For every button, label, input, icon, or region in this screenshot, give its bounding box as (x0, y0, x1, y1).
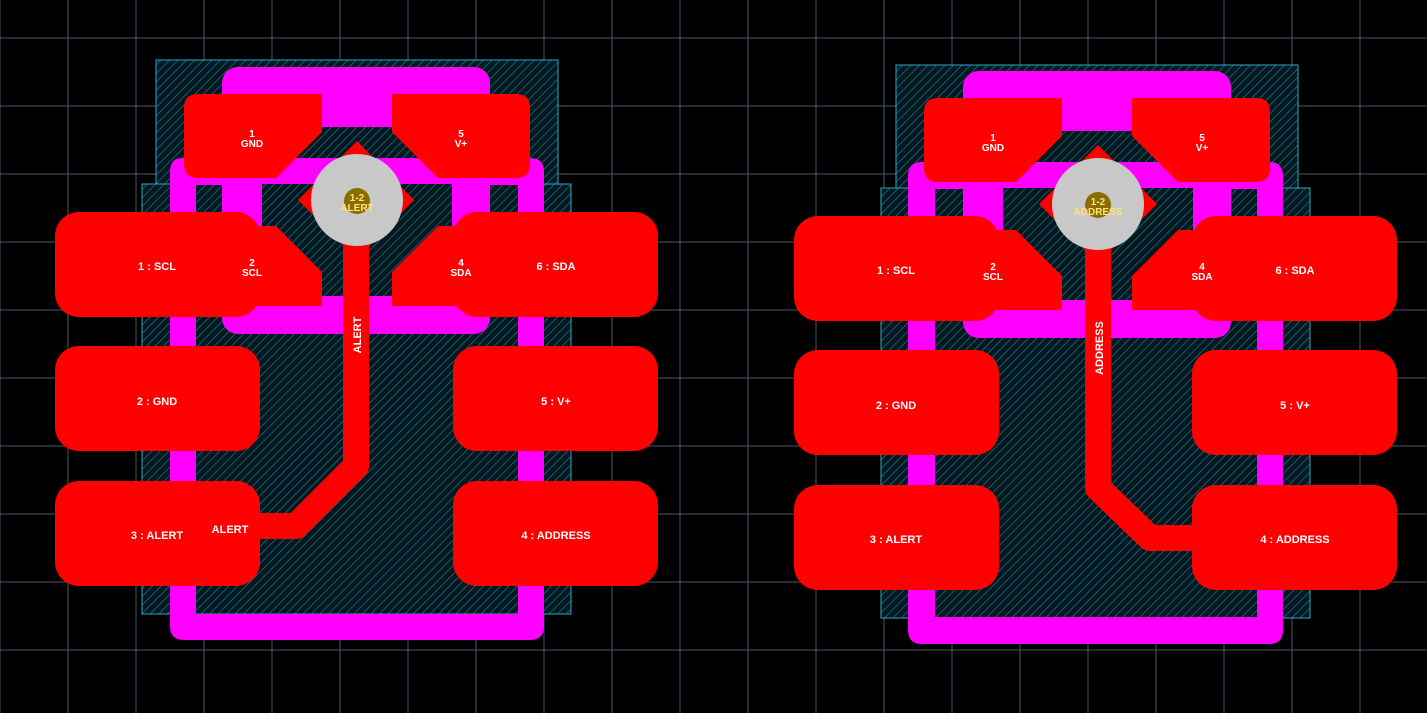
pad-4-address[interactable] (1192, 485, 1397, 590)
inner-pad-2-num: 2 (990, 262, 996, 273)
inner-pad-2-net: SCL (242, 268, 262, 279)
inner-pad-5-net: V+ (1196, 143, 1209, 154)
via-hole (1085, 192, 1111, 218)
pad-label-6-sda: 6 : SDA (536, 261, 575, 273)
inner-pad-4-num: 4 (458, 258, 464, 269)
pad-3-alert[interactable] (55, 481, 260, 586)
trace-label: ALERT (352, 316, 364, 353)
inner-pad-4-num: 4 (1199, 262, 1205, 273)
pad-1-scl[interactable] (55, 212, 260, 317)
pad-6-sda[interactable] (1192, 216, 1397, 321)
via-top-label: 1-2 (1091, 197, 1106, 208)
pad-label-5-vplus: 5 : V+ (541, 396, 571, 408)
inner-pad-2-num: 2 (249, 258, 255, 269)
address-trace (1085, 191, 1213, 551)
inner-pad-1-net: GND (241, 139, 263, 150)
pad-label-1-scl: 1 : SCL (138, 261, 176, 273)
inner-pad-5-num: 5 (458, 129, 464, 140)
pad-label-2-gnd: 2 : GND (137, 396, 177, 408)
pad-3-alert[interactable] (794, 485, 999, 590)
pad-5-vplus[interactable] (1192, 350, 1397, 455)
pad-2-gnd[interactable] (794, 350, 999, 455)
inner-pad-4-net: SDA (450, 268, 471, 279)
via-bottom-label: ALERT (340, 203, 373, 214)
trace-label: ADDRESS (1094, 321, 1106, 375)
pad-6-sda[interactable] (453, 212, 658, 317)
inner-pad-1[interactable] (924, 98, 1062, 182)
footprint-right[interactable]: 1-2 ADDRESS 1 GND 5 V+ 2 SCL 4 SDA 1 : S… (794, 64, 1397, 644)
pad-2-gnd[interactable] (55, 346, 260, 451)
via-top-label: 1-2 (350, 193, 365, 204)
inner-pad-4-net: SDA (1191, 272, 1212, 283)
pad-label-3-alert: 3 : ALERT (870, 534, 922, 546)
pad-4-address[interactable] (453, 481, 658, 586)
pad-label-4-address: 4 : ADDRESS (521, 530, 590, 542)
inner-pad-1-num: 1 (990, 133, 996, 144)
pad-1-scl[interactable] (794, 216, 999, 321)
inner-pad-2-net: SCL (983, 272, 1003, 283)
inner-pad-5-net: V+ (455, 139, 468, 150)
inner-pad-1-num: 1 (249, 129, 255, 140)
pad-label-1-scl: 1 : SCL (877, 265, 915, 277)
pad-5-vplus[interactable] (453, 346, 658, 451)
alert-trace (235, 187, 369, 539)
inner-pad-5-num: 5 (1199, 133, 1205, 144)
pad-label-5-vplus: 5 : V+ (1280, 400, 1310, 412)
inner-pad-1[interactable] (184, 94, 322, 178)
pad-label-6-sda: 6 : SDA (1275, 265, 1314, 277)
via-hole (344, 188, 370, 214)
pad-label-4-address: 4 : ADDRESS (1260, 534, 1329, 546)
via-bottom-label: ADDRESS (1074, 207, 1123, 218)
trace-end-label: ALERT (212, 524, 249, 536)
inner-pad-1-net: GND (982, 143, 1004, 154)
inner-pad-5[interactable] (392, 94, 530, 178)
footprint-left[interactable]: 1-2 ALERT 1 GND 5 V+ 2 SCL 4 SDA 1 : SCL… (55, 59, 658, 640)
pad-label-2-gnd: 2 : GND (876, 400, 916, 412)
inner-pad-5[interactable] (1132, 98, 1270, 182)
pad-label-3-alert: 3 : ALERT (131, 530, 183, 542)
